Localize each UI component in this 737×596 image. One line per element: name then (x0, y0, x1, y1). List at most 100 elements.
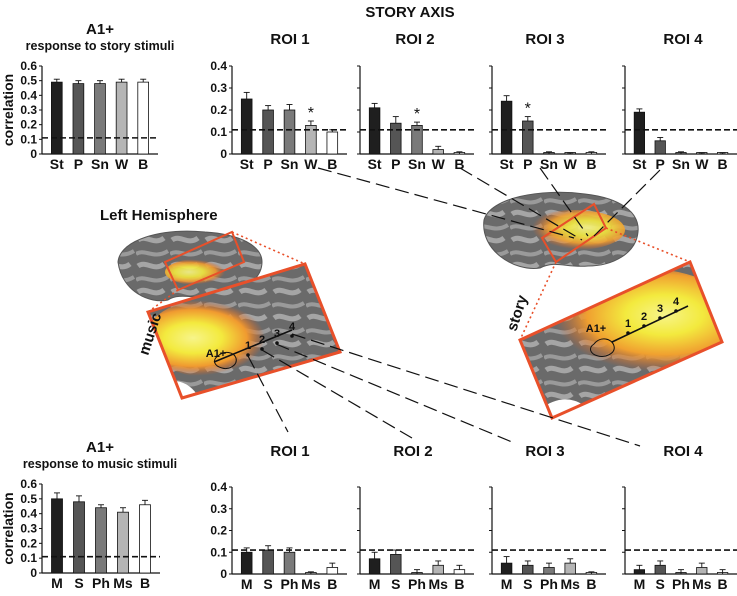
category-label: W (304, 156, 318, 172)
category-label: Ms (301, 576, 321, 592)
bar-ph (95, 507, 107, 574)
chart-title: ROI 3 (525, 31, 564, 48)
bar-s (654, 564, 666, 575)
chart-subtitle: response to music stimuli (23, 457, 177, 471)
bar-ms (432, 564, 444, 575)
bar-ph (283, 551, 296, 575)
roi-number-2: 2 (259, 334, 265, 346)
significance-star: * (308, 105, 314, 122)
dotted-link-right-bottom (519, 261, 557, 341)
bar-s (390, 554, 402, 575)
category-label: M (634, 576, 646, 592)
category-label: M (241, 576, 253, 592)
roi-marker-3 (275, 341, 279, 345)
roi-marker-4 (290, 334, 294, 338)
chart-title: A1+ (86, 21, 114, 38)
category-label: Sn (281, 156, 299, 172)
story-connectors (317, 167, 661, 241)
y-tick-label: 0.2 (210, 524, 227, 538)
bar-ms (564, 562, 576, 575)
significance-star: * (525, 101, 531, 118)
category-label: Ms (113, 575, 133, 591)
small-brain-left (117, 230, 263, 302)
y-tick-label: 0.1 (210, 545, 227, 559)
category-label: P (523, 156, 532, 172)
category-label: St (368, 156, 382, 172)
bar-p (72, 83, 85, 155)
bar-s (522, 564, 534, 575)
roi-marker-1 (246, 353, 250, 357)
category-label: S (74, 575, 83, 591)
y-tick-label: 0.4 (20, 507, 37, 521)
category-label: B (454, 156, 464, 172)
bar-sn (94, 83, 106, 155)
chart-title: ROI 1 (270, 31, 309, 48)
category-label: Ms (428, 576, 448, 592)
y-axis-label: correlation (0, 74, 16, 146)
bar-m (633, 569, 646, 575)
category-label: S (656, 576, 665, 592)
chart-a1-music: A1+response to music stimuli00.10.20.30.… (0, 439, 177, 591)
category-label: B (138, 156, 148, 172)
y-tick-label: 0.3 (20, 522, 37, 536)
category-label: M (369, 576, 381, 592)
category-label: B (718, 576, 728, 592)
bar-p (390, 122, 402, 155)
bar-w (115, 81, 128, 155)
bar-st (633, 111, 646, 155)
roi-number-3: 3 (657, 303, 663, 315)
bar-s (262, 549, 274, 575)
bar-b (139, 504, 151, 574)
category-label: Ph (540, 576, 558, 592)
category-label: M (51, 575, 63, 591)
chart-title: ROI 2 (395, 31, 434, 48)
chart-title: ROI 3 (525, 443, 564, 460)
bar-st (368, 107, 381, 155)
bar-b (326, 131, 339, 155)
category-label: St (500, 156, 514, 172)
bar-p (522, 120, 534, 155)
bar-m (51, 498, 63, 574)
category-label: Ms (692, 576, 712, 592)
music-connectors (247, 333, 641, 447)
category-label: Ph (672, 576, 690, 592)
y-tick-label: 0.5 (20, 492, 37, 506)
bar-p (262, 109, 274, 155)
category-label: Ph (92, 575, 110, 591)
roi-number-4: 4 (673, 296, 680, 308)
category-label: Sn (672, 156, 690, 172)
category-label: P (391, 156, 400, 172)
roi-number-2: 2 (641, 311, 647, 323)
category-label: B (454, 576, 464, 592)
category-label: St (50, 156, 64, 172)
roi-marker-3 (658, 316, 662, 320)
y-tick-label: 0.3 (20, 103, 37, 117)
category-label: Sn (408, 156, 426, 172)
y-tick-label: 0.6 (20, 59, 37, 73)
significance-star: * (414, 106, 420, 123)
dotted-link-right-top (605, 227, 691, 263)
dotted-link-left-bottom (147, 289, 179, 313)
y-axis-label: correlation (0, 492, 16, 564)
category-label: W (432, 156, 446, 172)
chart-a1-story: A1+response to story stimuli00.10.20.30.… (0, 21, 174, 172)
category-label: B (140, 575, 150, 591)
bar-p (654, 140, 666, 155)
roi-number-3: 3 (274, 328, 280, 340)
bar-st (500, 100, 513, 155)
bar-ms (696, 567, 708, 575)
category-label: Ms (560, 576, 580, 592)
y-tick-label: 0 (30, 566, 37, 580)
bar-st (51, 81, 63, 155)
category-label: Ph (281, 576, 299, 592)
y-tick-label: 0.3 (210, 81, 227, 95)
